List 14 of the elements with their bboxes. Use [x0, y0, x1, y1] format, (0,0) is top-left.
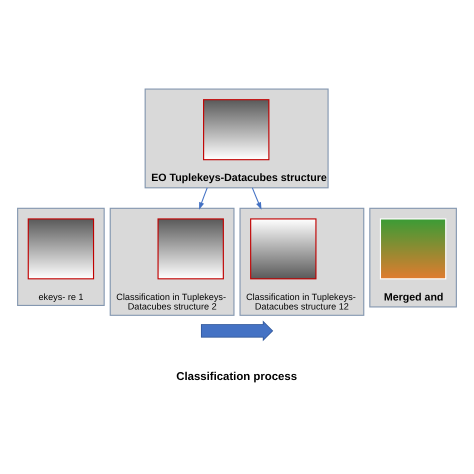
cluster: Classification in Tuplekeys- Datacubes structure 12: [239, 207, 364, 316]
arrow: [199, 187, 208, 210]
node-picture: [203, 98, 270, 160]
cluster: Merged and: [369, 207, 457, 308]
cluster: ekeys- re 1: [17, 207, 105, 306]
cluster: EO Tuplekeys-Datacubes structure: [144, 88, 329, 188]
label: Classification process: [176, 370, 298, 383]
node-picture: [28, 218, 94, 279]
cluster: Classification in Tuplekeys- Datacubes structure 2: [110, 207, 235, 316]
arrow: [252, 187, 262, 210]
node-arrow: [200, 320, 274, 341]
node-picture: [250, 218, 316, 279]
node-picture: [380, 218, 446, 279]
node-picture: [158, 218, 224, 279]
